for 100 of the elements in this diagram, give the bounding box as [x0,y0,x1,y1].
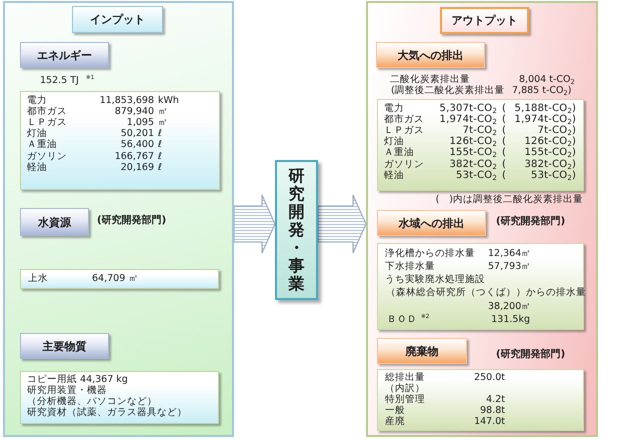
unit-text: ℓ [158,128,162,140]
bracket-text: ( [502,102,506,114]
value-text: 1,974t-CO$_{2}$ [514,114,572,126]
item-label: ガソリン [384,158,424,170]
item-label: ＬＰガス [384,124,424,136]
annotation-text: 二酸化炭素排出量 [390,74,470,85]
item-label: （内訳） [385,383,425,394]
value-text: 155t-CO$_{2}$ [449,147,497,160]
heading-tab: 水資源 [20,208,89,236]
item-label: Ａ重油 [27,139,57,152]
bracket-text: ( [502,124,506,136]
block-arrow [318,194,367,254]
unit-text: ℓ [158,150,162,162]
annotation-text: (研究開発部門) [496,216,566,228]
data-box [20,269,219,289]
item-label: ＬＰガス [27,116,67,128]
item-label: ＢＯＤ$^{※2}$ [387,314,430,326]
heading-tab: 水域への排出 [377,210,486,236]
value-text: 147.0t [474,416,505,428]
unit-text: ㎥ [158,116,168,129]
value-text: 11,853,698 [100,94,154,106]
bracket-text: ( [502,136,506,148]
annotation-text: ( )内は調整後二酸化炭素排出量 [436,194,583,206]
data-box [20,371,219,424]
item-label: （分析機器、パソコンなど） [27,396,157,407]
item-label: 一般 [385,405,405,416]
value-text: 98.8t [480,405,505,417]
item-label: 軽油 [384,170,404,182]
value-text: 1,095 [126,116,154,129]
value-text: 382t-CO$_{2}$ [449,158,497,170]
item-label: 研究用装置・機器 [27,385,107,396]
value-text: 56,400 [120,139,154,152]
item-label: 灯油 [384,136,404,148]
heading-tab: 大気への排出 [376,42,485,68]
item-label: うち実験廃水処理施設 [385,274,485,286]
panel [3,1,234,437]
value-text: 12,364㎥ [488,248,532,260]
value-text: 879,940 [114,106,154,118]
item-label: コピー用紙 44,367 kg [27,374,128,385]
value-text: 126t-CO$_{2}$ [524,136,572,148]
value-text: 126t-CO$_{2}$ [449,136,497,148]
value-text: 53t-CO$_{2}$ [456,170,497,182]
bracket-text: ) [572,114,576,125]
bracket-text: ( [502,158,506,170]
item-label: （森林総合研究所（つくば））からの排水量 [386,287,586,299]
value-text: 131.5kg [491,314,530,326]
item-label: 研究資材（試薬、ガラス器具など） [27,407,187,419]
unit-text: ㎥ [158,106,168,118]
annotation-text: 7,885 t-CO$_{2}$) [512,85,572,97]
item-label: 産廃 [385,416,405,428]
item-label: Ａ重油 [384,147,414,160]
value-text: 4.2t [486,394,505,406]
item-label: 都市ガス [27,106,67,118]
annotation-text: 152.5 TJ $^{※1}$ [40,75,94,87]
bracket-text: ) [572,147,576,159]
item-label: 特別管理 [385,394,425,406]
bracket-text: ) [572,136,576,148]
item-label: 都市ガス [384,114,424,126]
value-text: 166,767 [114,150,154,162]
item-label: 上水 [28,273,48,285]
heading-tab: 主要物質 [20,333,109,359]
value-text: 250.0t [474,372,505,384]
panel [366,1,598,437]
value-text: 155t-CO$_{2}$ [524,147,572,160]
data-box [377,243,584,330]
value-text: 50,201 [120,128,154,140]
heading-tab: インプット [72,6,163,33]
value-text: 64,709 ㎥ [92,273,138,285]
bracket-text: ) [572,102,576,114]
process-box: 研究開発・事業 [275,160,318,300]
value-text: 5,188t-CO$_{2}$ [514,102,572,114]
value-text: 20,169 [120,162,154,174]
value-text: 53t-CO$_{2}$ [531,170,572,182]
value-text: 7t-CO$_{2}$ [462,124,497,137]
item-label: 灯油 [27,128,47,140]
bracket-text: ( [502,114,506,125]
value-text: 382t-CO$_{2}$ [524,158,572,170]
heading-tab: アウトプット [440,7,529,34]
item-label: 浄化槽からの排水量 [385,248,475,260]
annotation-text: (研究開発部門) [496,349,566,361]
bracket-text: ) [572,170,576,182]
item-label: ガソリン [27,150,67,162]
data-box [20,91,220,190]
data-box [377,99,584,191]
value-text: 5,307t-CO$_{2}$ [440,102,497,114]
heading-tab: エネルギー [20,42,109,68]
value-text: 57,793㎥ [488,261,532,273]
unit-text: ℓ [158,162,162,174]
item-label: 軽油 [27,162,47,174]
value-text: 1,974t-CO$_{2}$ [440,114,497,126]
value-text: 38,200㎥ [488,301,532,313]
heading-tab: 廃棄物 [377,338,467,364]
item-label: 電力 [384,102,404,114]
item-label: 電力 [27,94,47,106]
annotation-text: 8,004 t-CO$_{2}$ [519,74,575,86]
unit-text: ℓ [158,139,162,152]
unit-text: kWh [158,94,179,106]
item-label: 総排出量 [385,372,425,383]
block-arrow [234,194,276,254]
value-text: 7t-CO$_{2}$ [538,124,572,137]
